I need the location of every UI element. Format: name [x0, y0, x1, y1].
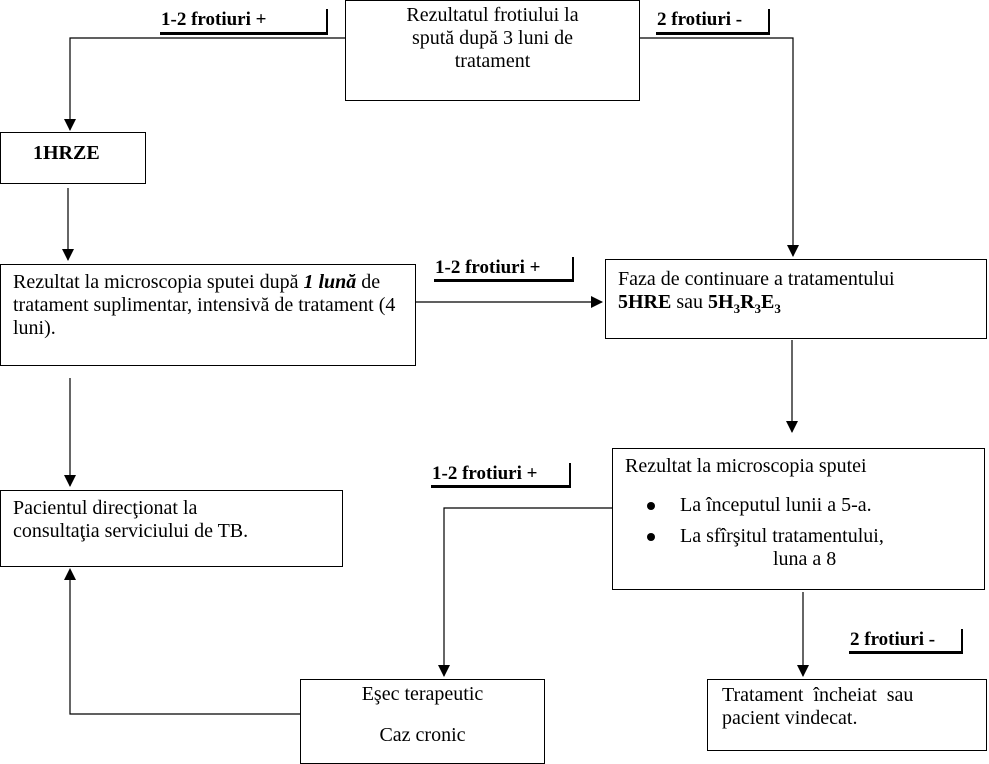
arrow-esec-to-pacient	[69, 570, 300, 715]
arrow-start-to-continuare	[640, 37, 794, 256]
label-mid-underline	[434, 279, 574, 282]
bullet-item-1: La începutul lunii a 5-a.	[647, 494, 976, 517]
box-treatment-failure: Eşec terapeutic Caz cronic	[300, 679, 545, 764]
box-microscopy-1: Rezultat la microscopia sputei după 1 lu…	[0, 264, 416, 366]
box-continuation-phase: Faza de continuare a tratamentului 5HRE …	[605, 259, 987, 339]
bullet-icon	[647, 533, 655, 541]
bullet-item-2: La sfîrşitul tratamentului,	[647, 525, 976, 548]
regimen-line: 5HRE sau 5H3R3E3	[618, 291, 781, 316]
label-mid2: 1-2 frotiuri +	[432, 463, 538, 484]
label-mid2-underline	[431, 485, 571, 488]
label-bottom-right: 2 frotiuri -	[850, 629, 936, 650]
label-top-left: 1-2 frotiuri +	[161, 9, 267, 30]
label-top-left-bar	[326, 9, 328, 34]
arrow-micro2-to-esec	[443, 507, 612, 676]
box-microscopy-2: Rezultat la microscopia sputei La începu…	[612, 448, 985, 590]
bullet-icon	[647, 502, 655, 510]
label-bottom-right-underline	[849, 651, 963, 654]
label-bottom-right-bar	[961, 629, 963, 654]
box-patient-referred: Pacientul direcţionat la consultaţia ser…	[0, 490, 343, 567]
box-treatment-completed: Tratament încheiat sau pacient vindecat.	[707, 679, 987, 751]
label-top-left-underline	[160, 32, 328, 35]
label-top-right: 2 frotiuri -	[657, 9, 743, 30]
label-top-right-bar	[768, 9, 770, 34]
arrow-start-to-1hrze	[69, 37, 345, 130]
label-top-right-underline	[656, 32, 770, 35]
label-mid-bar	[572, 257, 574, 282]
label-mid2-bar	[569, 463, 571, 488]
start-box: Rezultatul frotiului la spută după 3 lun…	[345, 0, 640, 101]
label-mid: 1-2 frotiuri +	[435, 257, 541, 278]
box-1hrze: 1HRZE	[0, 132, 146, 184]
